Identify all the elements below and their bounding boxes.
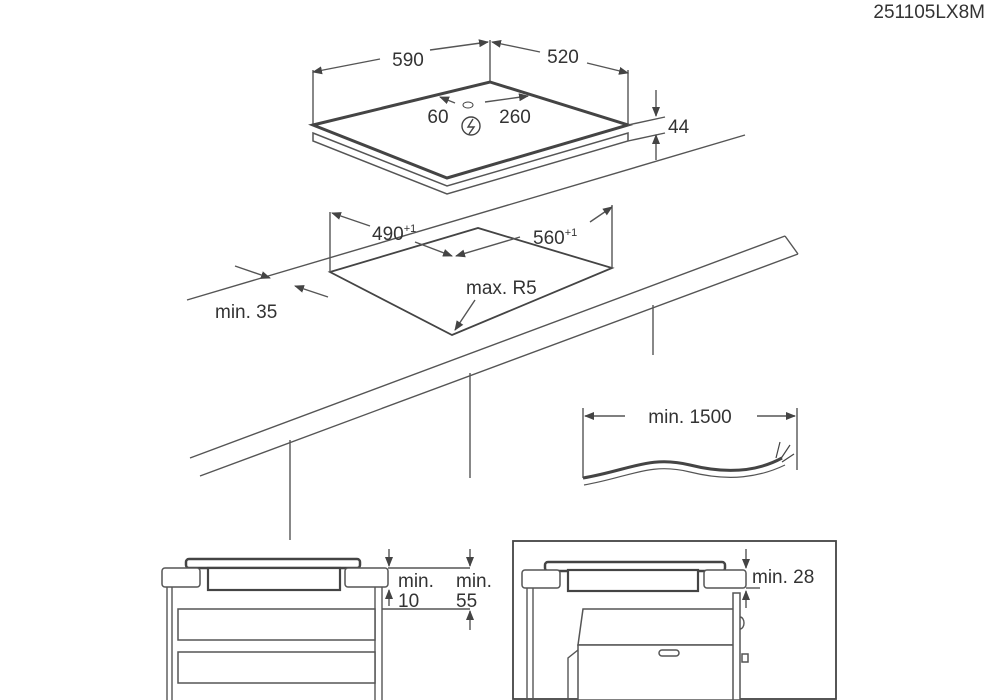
- min-55-value-label: 55: [456, 591, 477, 612]
- height-dimension: [627, 90, 666, 160]
- min-55-top-label: min.: [456, 571, 492, 592]
- hob-height-label: 44: [668, 117, 690, 138]
- front-margin-label: min. 35: [215, 302, 277, 323]
- electric-connection-icon: [461, 116, 481, 136]
- drawing-code: 251105LX8M: [873, 2, 985, 23]
- cable-illustration: [582, 408, 798, 486]
- min-10-top-label: min.: [398, 571, 434, 592]
- min-28-label: min. 28: [752, 567, 814, 588]
- cable-length-label: min. 1500: [648, 407, 731, 428]
- oven-section-illustration: [512, 540, 837, 700]
- conn-right-label: 260: [499, 107, 531, 128]
- corner-radius-label: max. R5: [466, 278, 537, 299]
- cutout-depth-label: 560+1: [533, 227, 577, 249]
- hob-width-label: 590: [392, 50, 424, 71]
- drawer-section-illustration: [161, 549, 474, 700]
- hob-illustration: [308, 39, 634, 195]
- cutout-width-label: 490+1: [372, 223, 416, 245]
- min-10-value-label: 10: [398, 591, 419, 612]
- conn-left-label: 60: [427, 107, 448, 128]
- hob-depth-label: 520: [547, 47, 579, 68]
- worktop-illustration: [186, 134, 799, 540]
